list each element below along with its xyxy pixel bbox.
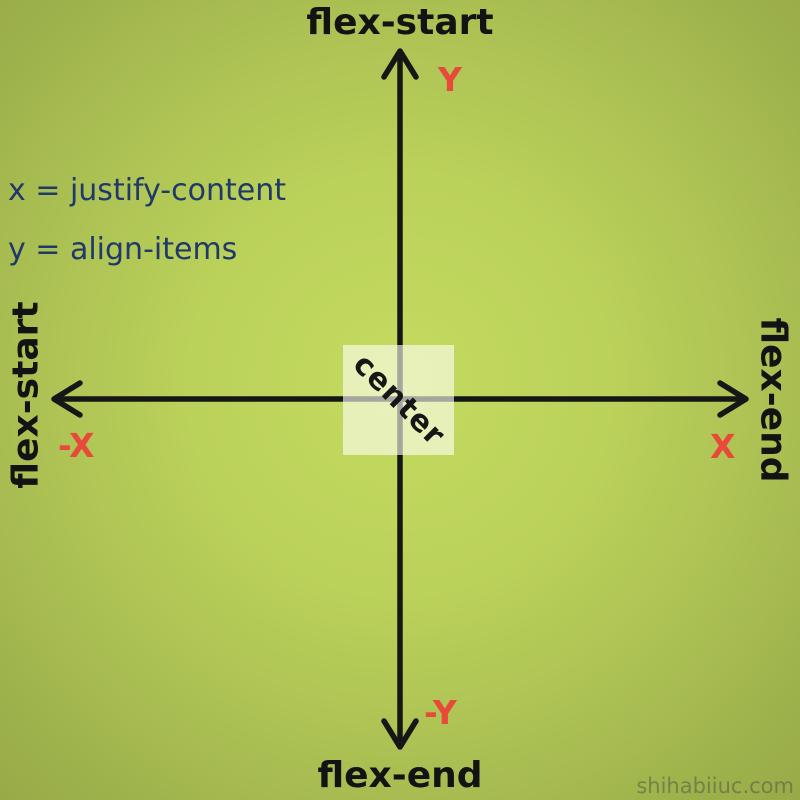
center-box: center: [343, 345, 454, 455]
watermark: shihabiiuc.com: [636, 774, 794, 798]
legend-line-x: x = justify-content: [8, 173, 286, 208]
arrowhead-left-icon: [51, 380, 83, 418]
legend: x = justify-content y = align-items: [8, 162, 286, 279]
center-label: center: [345, 346, 452, 454]
axis-title-right: flex-end: [752, 317, 794, 483]
marker-x-positive: X: [710, 427, 736, 466]
legend-line-y: y = align-items: [8, 231, 238, 267]
axis-title-top: flex-start: [306, 2, 494, 43]
arrowhead-right-icon: [717, 380, 749, 418]
axis-title-left: flex-start: [5, 301, 47, 489]
marker-y-negative: -Y: [424, 693, 457, 732]
marker-y-positive: Y: [438, 60, 462, 99]
axis-title-bottom: flex-end: [317, 755, 483, 796]
arrowhead-down-icon: [381, 718, 419, 750]
marker-x-negative: -X: [58, 426, 95, 465]
arrowhead-up-icon: [381, 48, 419, 80]
